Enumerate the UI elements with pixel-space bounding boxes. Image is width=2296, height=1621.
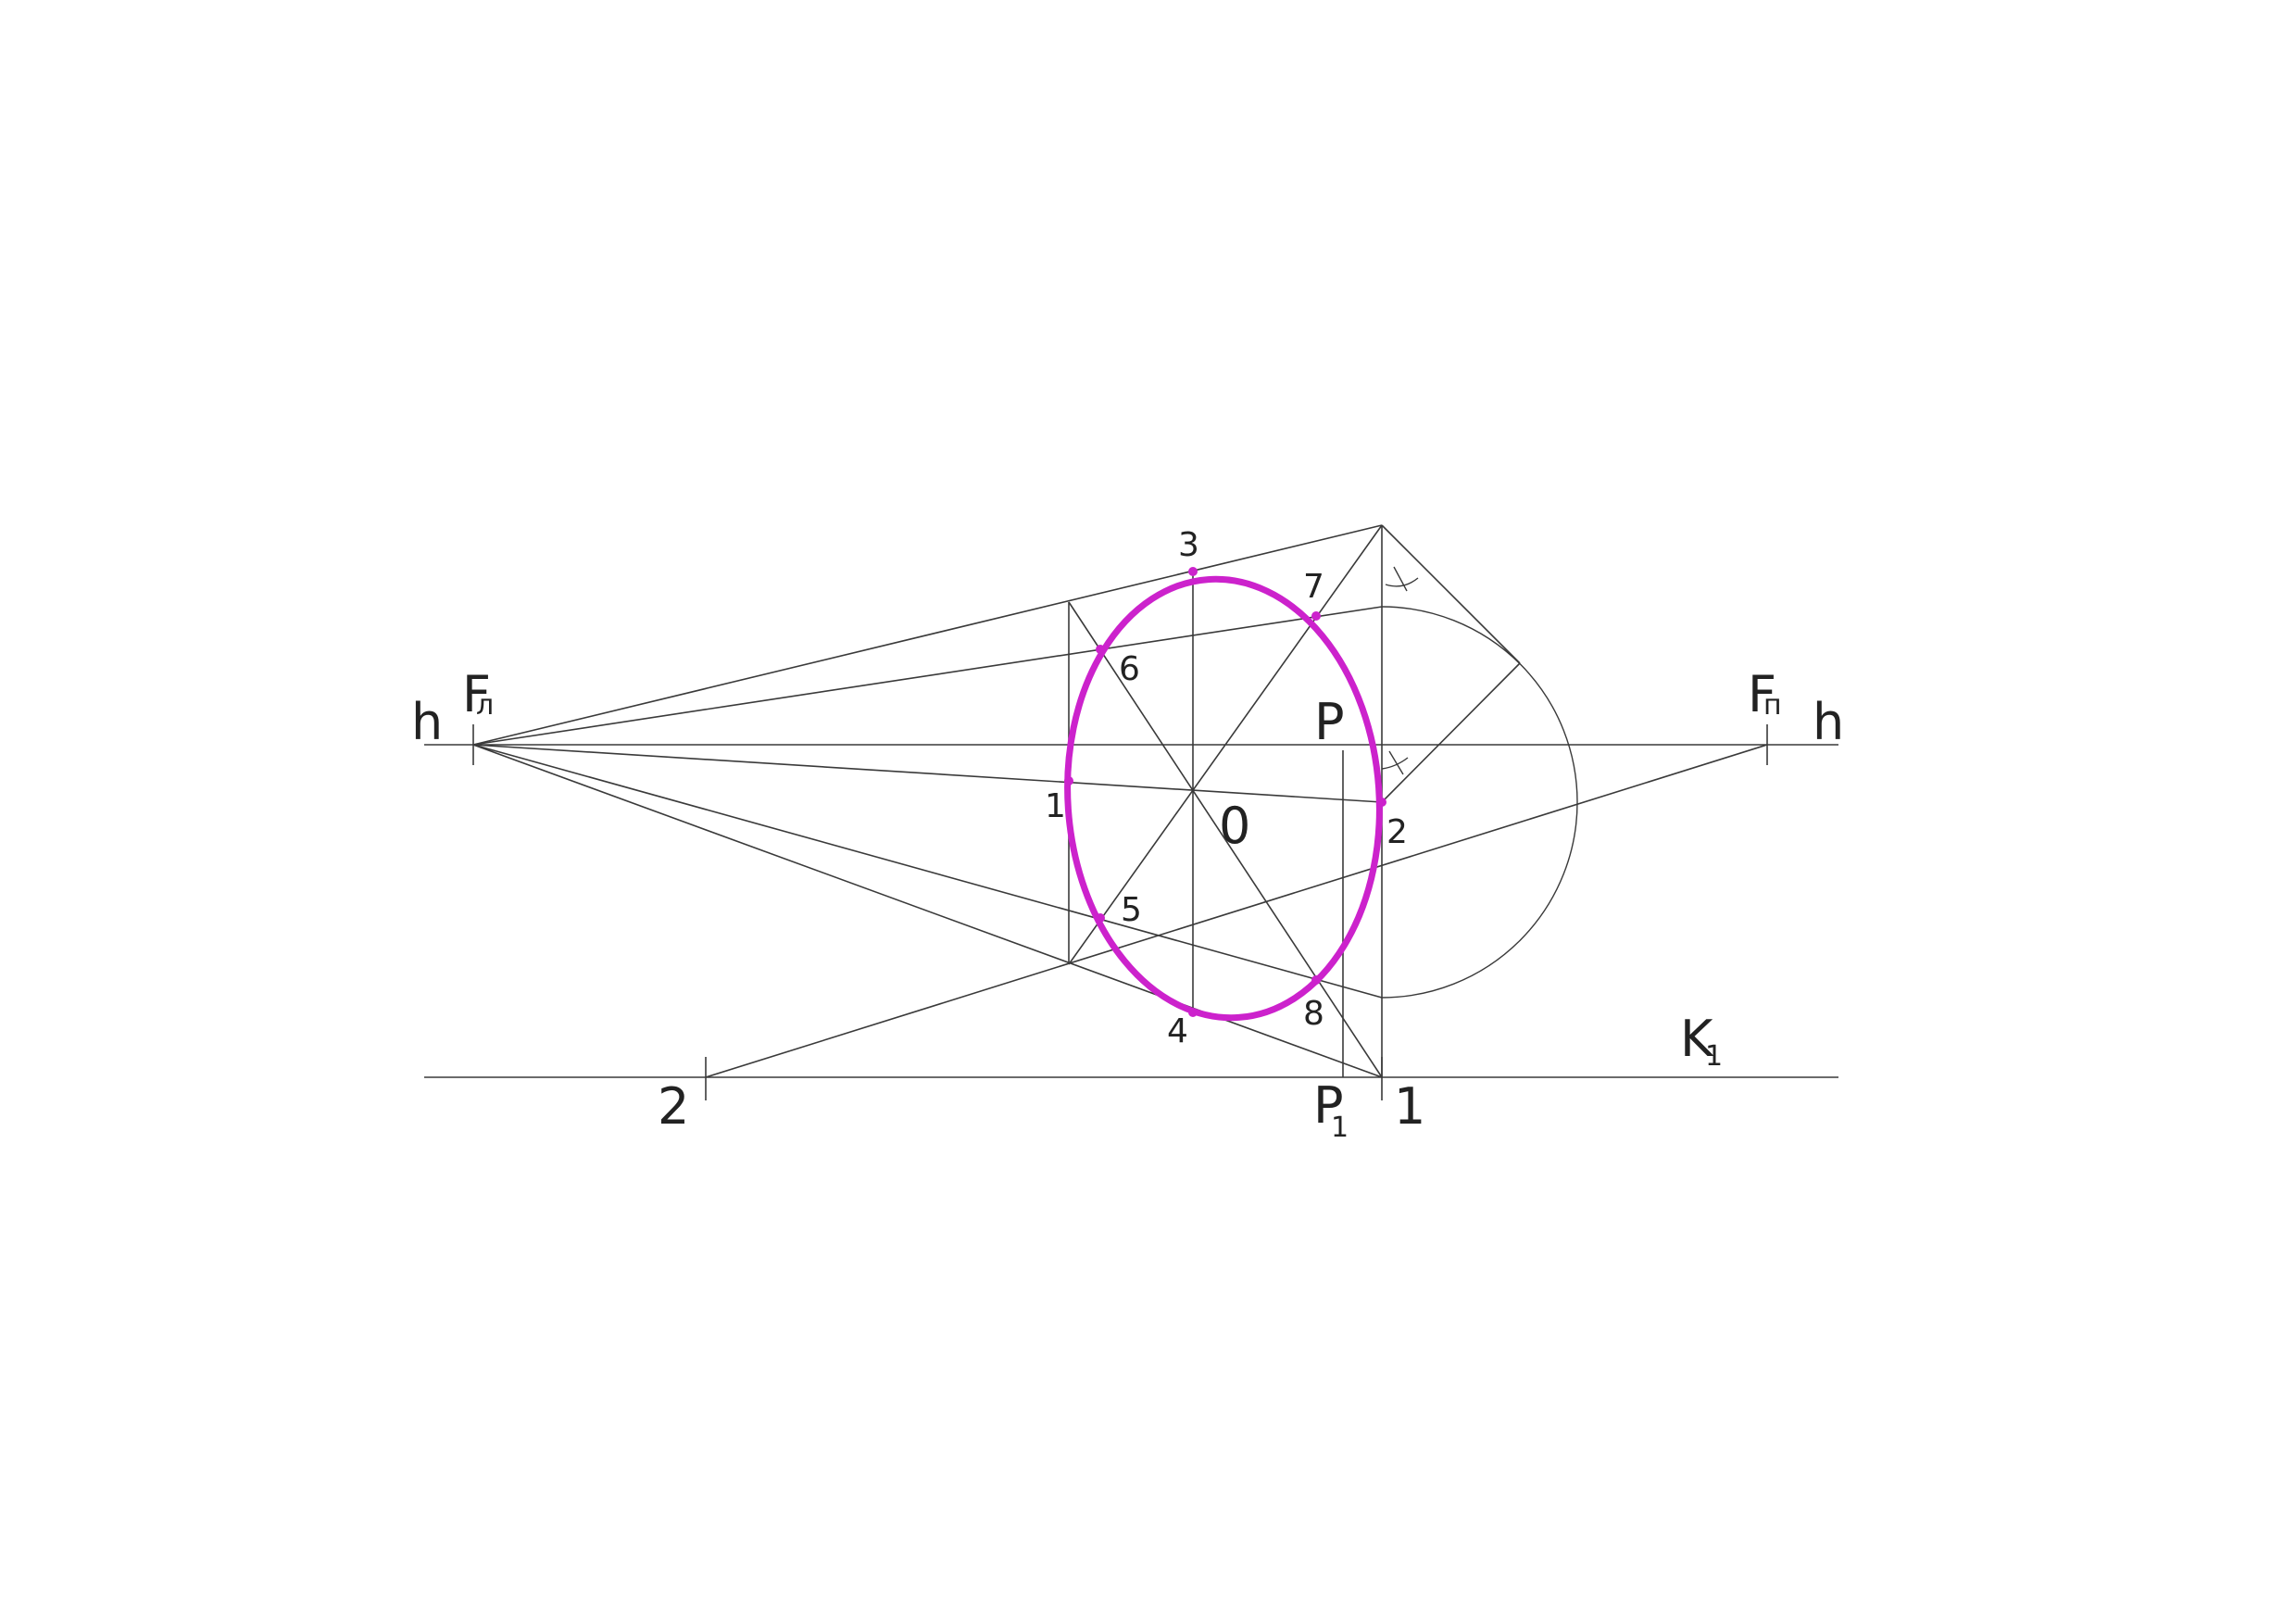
ray-fl-bottom — [472, 744, 1383, 1078]
label-h-left: h — [411, 693, 443, 751]
marker-7 — [1311, 611, 1321, 621]
label-k1-sub: 1 — [1705, 1040, 1723, 1073]
label-base-1: 1 — [1394, 1077, 1425, 1136]
ray-fl-top — [472, 524, 1383, 746]
diagonal-2 — [1068, 524, 1383, 965]
label-f-right-sub: п — [1763, 689, 1782, 722]
marker-1 — [1064, 776, 1073, 785]
label-point-2: 2 — [1386, 813, 1408, 851]
label-f-left-sub: л — [476, 689, 494, 722]
label-o: 0 — [1219, 797, 1250, 855]
marker-5 — [1096, 913, 1105, 923]
label-point-7: 7 — [1303, 568, 1324, 606]
label-point-8: 8 — [1303, 995, 1324, 1033]
marker-6 — [1096, 645, 1105, 654]
label-point-4: 4 — [1167, 1012, 1188, 1050]
label-p1-sub: 1 — [1331, 1112, 1349, 1144]
diagonal-1 — [1068, 601, 1383, 1078]
label-point-5: 5 — [1121, 891, 1142, 929]
label-p1: P — [1313, 1076, 1344, 1135]
ray-fl-arc-bottom — [472, 744, 1383, 999]
label-h-right: h — [1813, 693, 1844, 751]
marker-3 — [1188, 567, 1198, 576]
label-point-3: 3 — [1178, 526, 1199, 564]
label-point-6: 6 — [1119, 650, 1140, 688]
ellipse-point-markers — [1064, 567, 1386, 1017]
marker-2 — [1377, 798, 1386, 807]
label-point-1: 1 — [1045, 787, 1066, 825]
angle-arc-top — [1385, 577, 1419, 587]
label-f-left: F — [462, 665, 491, 723]
label-k1: K — [1680, 1010, 1714, 1068]
ray-fl-mid — [472, 744, 1383, 803]
tangent-line — [1381, 524, 1521, 664]
marker-4 — [1188, 1008, 1198, 1017]
label-base-2: 2 — [658, 1077, 689, 1136]
perspective-ellipse — [1064, 575, 1383, 1022]
label-f-right: F — [1748, 665, 1776, 723]
auxiliary-semicircle — [1381, 606, 1578, 999]
angle-tick-mid — [1388, 750, 1404, 775]
angle-tick-top — [1393, 566, 1408, 592]
ray-fr-base2 — [705, 744, 1768, 1078]
radius-line — [1381, 662, 1521, 803]
angle-arc-mid — [1381, 757, 1409, 770]
label-p: P — [1314, 693, 1345, 751]
ray-fl-arc-top — [472, 606, 1383, 746]
marker-8 — [1311, 975, 1321, 985]
